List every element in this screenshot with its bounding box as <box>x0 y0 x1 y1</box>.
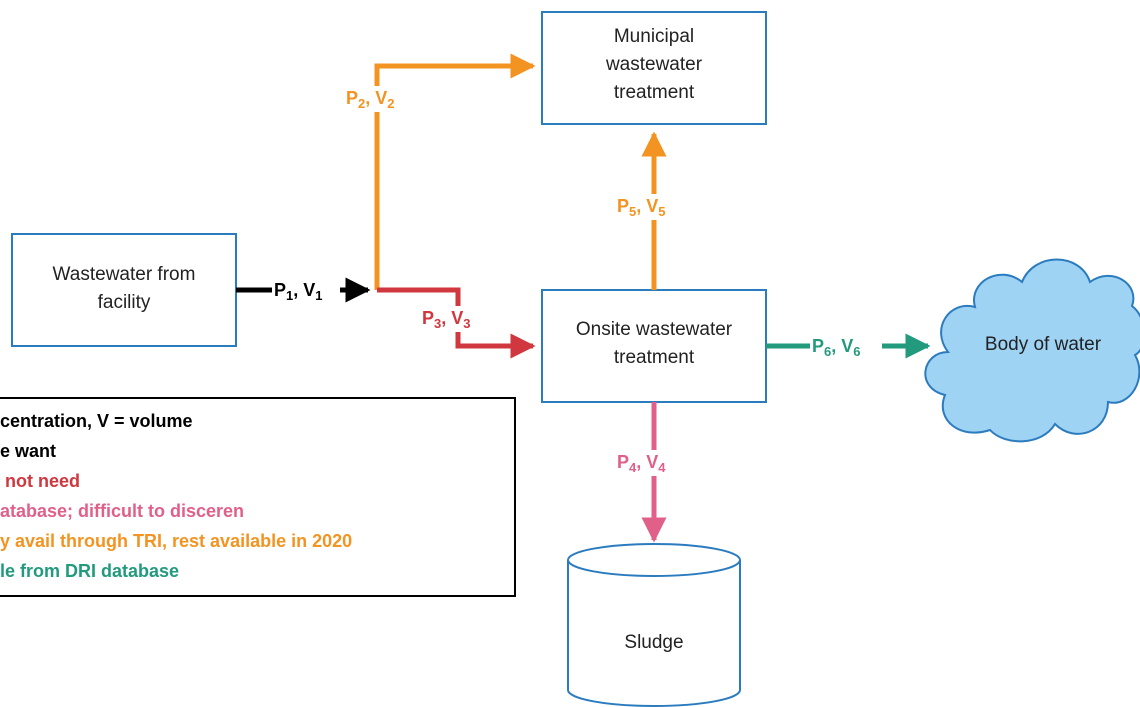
legend-line-1: centration, V = volume <box>0 411 193 431</box>
onsite-treatment-node: Onsite wastewater treatment <box>541 289 767 403</box>
flow-p4-label: P4, V4 <box>617 452 666 475</box>
legend-line-5: y avail through TRI, rest available in 2… <box>0 531 352 551</box>
legend-line-6: le from DRI database <box>0 561 179 581</box>
onsite-label-line1: Onsite wastewater <box>576 319 733 340</box>
legend-line-2: e want <box>0 441 56 461</box>
flow-p2-label: P2, V2 <box>346 88 395 111</box>
flow-p2-label-bg <box>344 86 414 112</box>
flow-p5-label: P5, V5 <box>617 196 666 219</box>
flow-p1-label-bg <box>272 276 340 300</box>
facility-node: Wastewater from facility <box>11 233 237 347</box>
facility-label-line1: Wastewater from <box>53 264 196 285</box>
body-of-water-cloud: Body of water <box>924 258 1140 443</box>
flow-p6-label: P6, V6 <box>812 336 861 359</box>
flow-p1-label: P1, V1 <box>274 280 323 303</box>
sludge-label: Sludge <box>624 632 683 653</box>
legend-line-4: atabase; difficult to disceren <box>0 501 244 521</box>
flow-p4-label-bg <box>615 450 689 476</box>
legend-line-3: not need <box>0 471 80 491</box>
onsite-label-line2: treatment <box>614 347 695 368</box>
municipal-label-line3: treatment <box>614 82 695 103</box>
sludge-cylinder: Sludge <box>567 543 741 707</box>
flow-p3-label: P3, V3 <box>422 308 471 331</box>
flow-p5-label-bg <box>615 194 689 220</box>
legend-box: centration, V = volume e want not need a… <box>0 397 516 597</box>
flow-p3-label-bg <box>420 306 492 332</box>
municipal-label-line2: wastewater <box>605 54 703 75</box>
flow-p2-line <box>374 53 536 290</box>
flow-p6-label-bg <box>810 334 882 358</box>
municipal-treatment-node: Municipal wastewater treatment <box>541 11 767 125</box>
facility-label-line2: facility <box>98 292 151 313</box>
municipal-label-line1: Municipal <box>614 26 694 47</box>
body-of-water-label: Body of water <box>985 334 1102 355</box>
